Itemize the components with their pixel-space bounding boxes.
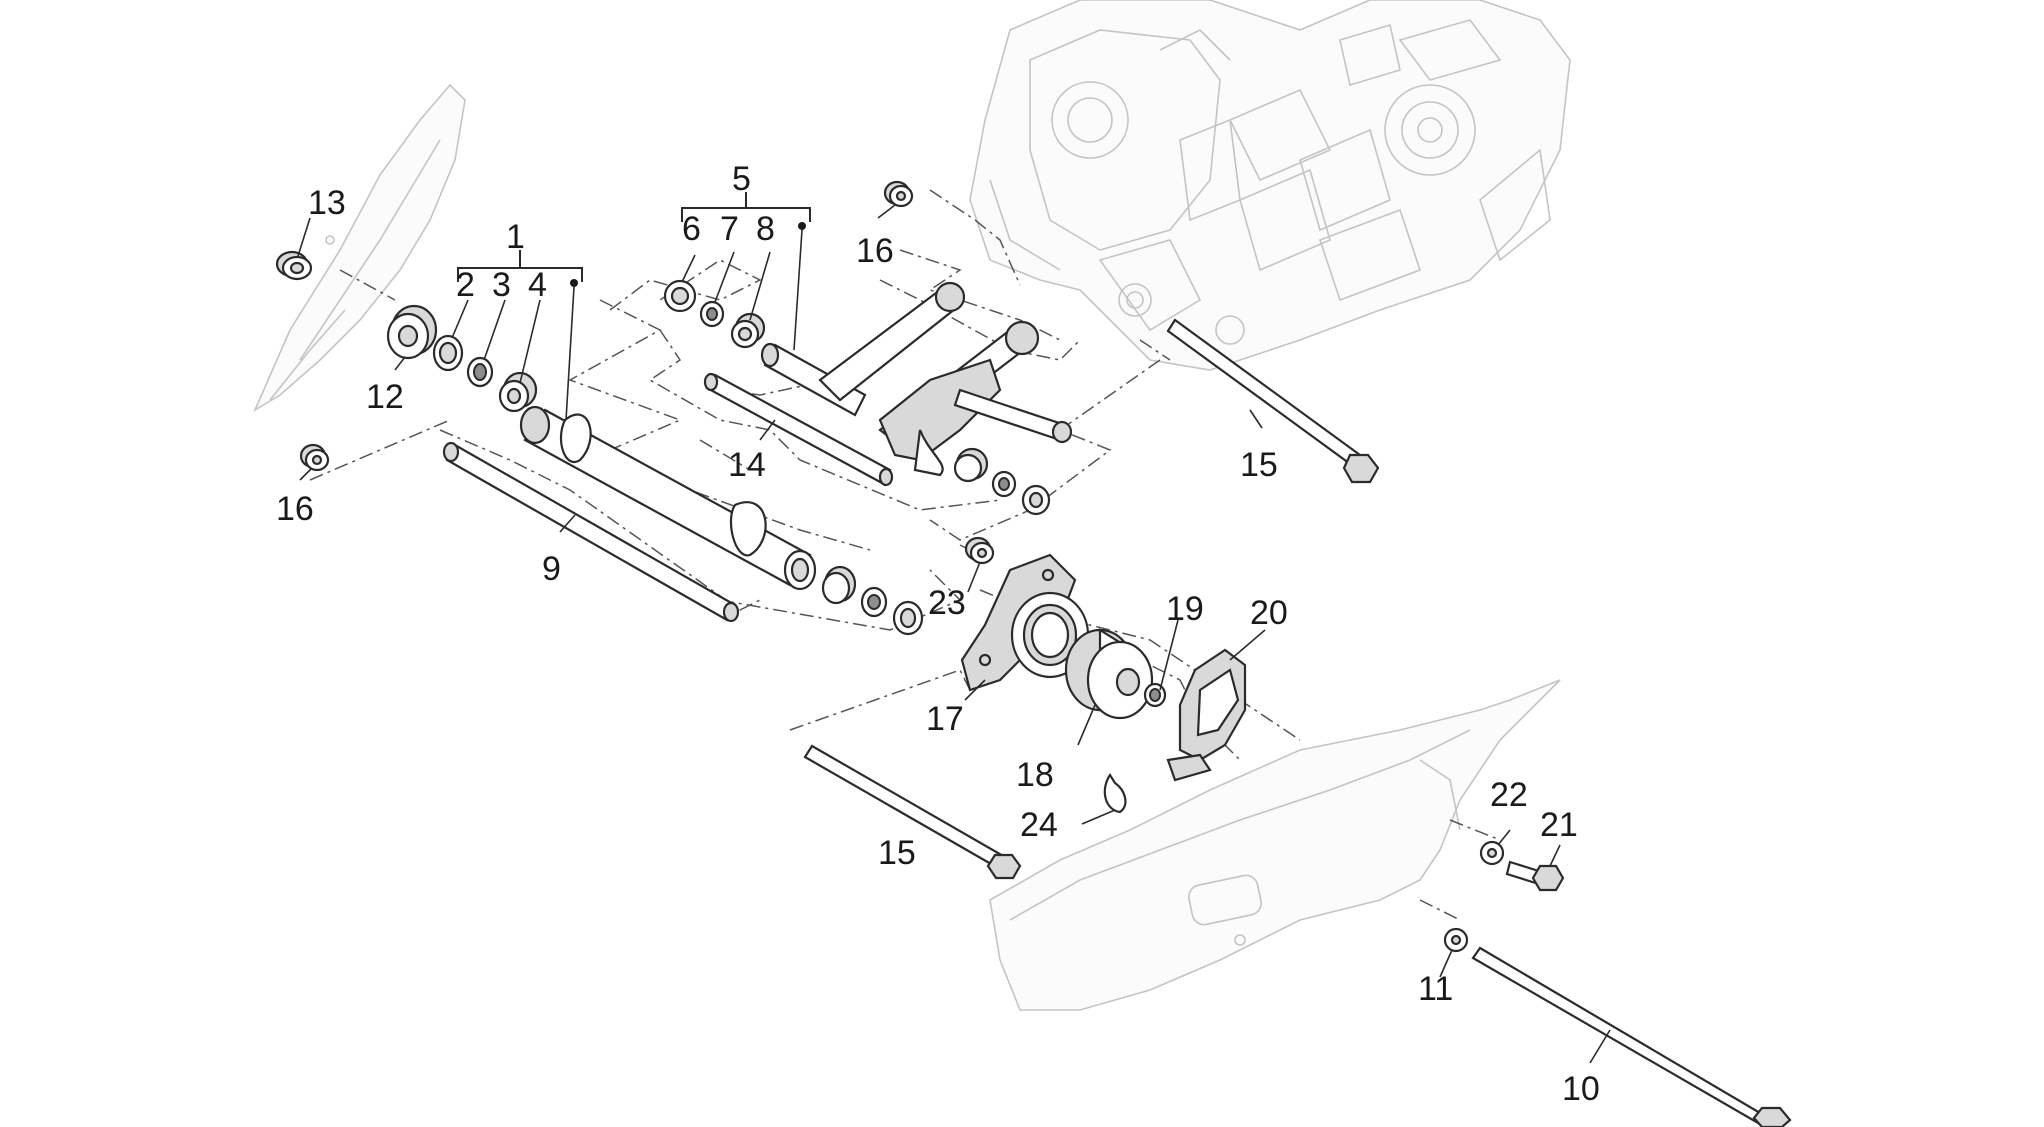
label-15a: 15 — [1240, 446, 1278, 484]
label-2: 2 — [456, 266, 475, 304]
part-18-silentblock — [1064, 628, 1154, 720]
part-8-bearing — [730, 312, 766, 349]
part-7-circlip — [699, 300, 725, 328]
part-16-nut-left — [299, 443, 330, 472]
part-1-pivot-tube — [519, 405, 817, 591]
part-6-seal — [663, 279, 697, 313]
part-17-bracket — [960, 553, 1090, 692]
part-2-seal-ring — [432, 334, 464, 372]
label-20: 20 — [1250, 594, 1288, 632]
leader-lines — [297, 204, 1611, 1064]
bracket-group-1 — [457, 250, 583, 287]
label-13: 13 — [308, 184, 346, 222]
link-lower-bearings — [953, 447, 1051, 516]
label-23: 23 — [928, 584, 966, 622]
label-6: 6 — [682, 210, 701, 248]
callout-labels: 1 2 3 4 5 6 7 8 9 10 11 12 13 14 15 15 1… — [276, 160, 1600, 1108]
label-9: 9 — [542, 550, 561, 588]
label-16a: 16 — [856, 232, 894, 270]
part-16-nut-top — [883, 180, 914, 208]
part-23-nut — [964, 536, 995, 565]
part-15-bolt-top — [1166, 318, 1380, 484]
label-8: 8 — [756, 210, 775, 248]
part-19-circlip — [1143, 682, 1167, 708]
tube-end-bearings — [821, 565, 924, 636]
part-10-bolt — [1471, 946, 1792, 1127]
part-9-rod — [442, 441, 740, 623]
part-20-cover — [1166, 648, 1247, 782]
label-17: 17 — [926, 700, 964, 738]
label-10: 10 — [1562, 1070, 1600, 1108]
label-5: 5 — [732, 160, 751, 198]
part-15-bolt-bottom — [803, 744, 1022, 880]
swingarm-frame-ghost — [989, 679, 1561, 1011]
part-24-clip — [1103, 772, 1127, 814]
label-3: 3 — [492, 266, 511, 304]
label-14: 14 — [728, 446, 766, 484]
part-12-bushing — [386, 304, 438, 360]
part-11-washer — [1443, 927, 1469, 953]
label-4: 4 — [528, 266, 547, 304]
label-11: 11 — [1418, 970, 1453, 1008]
label-18: 18 — [1016, 756, 1054, 794]
part-14-rod — [703, 372, 894, 487]
label-15b: 15 — [878, 834, 916, 872]
label-21: 21 — [1540, 806, 1578, 844]
part-3-circlip — [466, 356, 494, 388]
left-frame-ghost — [253, 83, 466, 412]
part-22-washer — [1479, 840, 1505, 866]
part-13-nut — [275, 250, 313, 281]
label-24: 24 — [1020, 806, 1058, 844]
label-22: 22 — [1490, 776, 1528, 814]
part-5-swing-link — [760, 281, 1073, 477]
bracket-group-5 — [681, 192, 811, 230]
label-19: 19 — [1166, 590, 1204, 628]
part-4-bearing — [498, 371, 538, 413]
label-16b: 16 — [276, 490, 314, 528]
label-12: 12 — [366, 378, 404, 416]
label-1: 1 — [506, 218, 525, 256]
engine-crankcase-ghost — [969, 0, 1571, 371]
label-7: 7 — [720, 210, 739, 248]
part-21-bolt — [1505, 860, 1565, 892]
